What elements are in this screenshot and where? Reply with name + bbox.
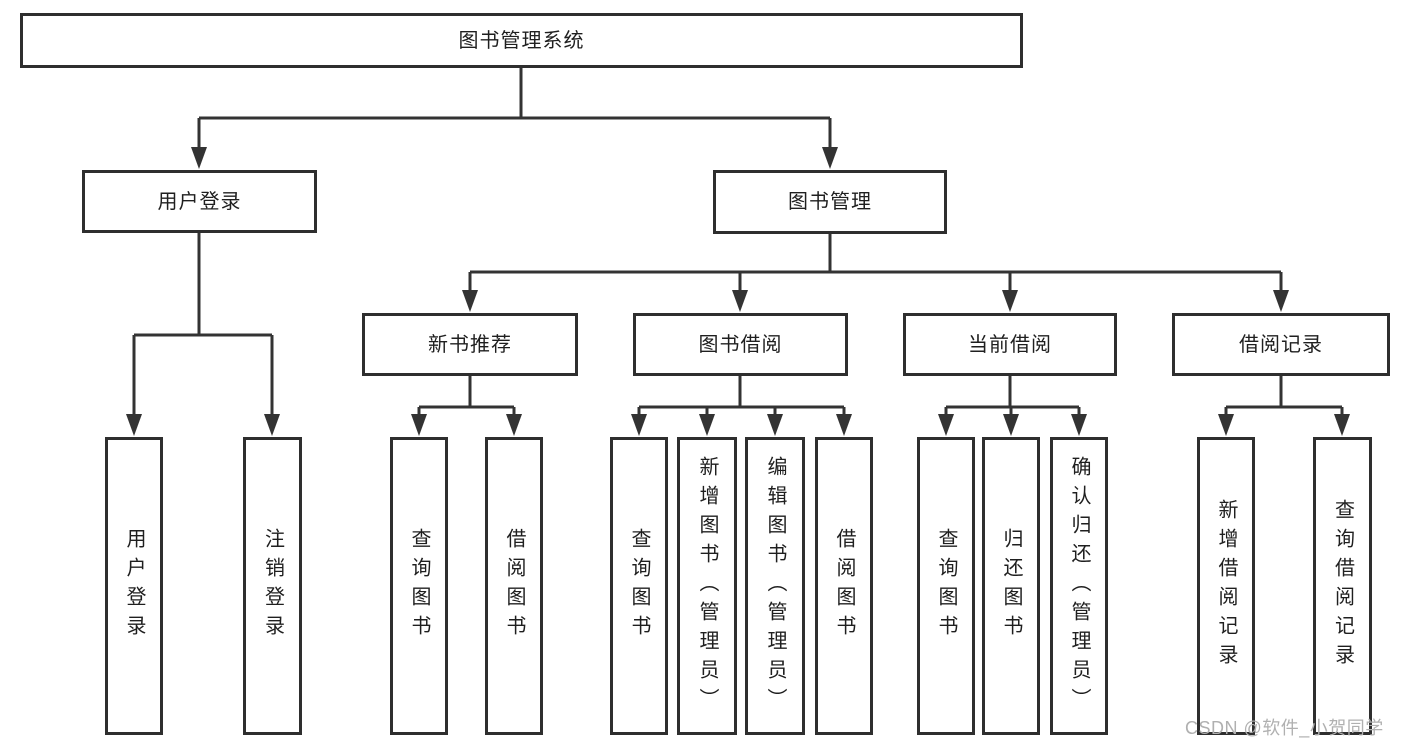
leaf-recommend-borrow-book: 借阅图书 bbox=[485, 437, 543, 735]
csdn-watermark: CSDN @软件_小贺同学 bbox=[1185, 718, 1384, 738]
connector-current bbox=[944, 376, 1081, 416]
leaf-recommend-query-book: 查询图书 bbox=[390, 437, 448, 735]
leaf-records-query-record: 查询借阅记录 bbox=[1313, 437, 1372, 735]
node-user-login: 用户登录 bbox=[82, 170, 317, 233]
connector-recommend bbox=[417, 376, 516, 416]
node-borrow-records: 借阅记录 bbox=[1172, 313, 1390, 376]
node-book-manage: 图书管理 bbox=[713, 170, 947, 234]
leaf-current-query-book: 查询图书 bbox=[917, 437, 975, 735]
leaf-borrow-query-book: 查询图书 bbox=[610, 437, 668, 735]
leaf-borrow-borrow-book: 借阅图书 bbox=[815, 437, 873, 735]
connector-book-manage bbox=[468, 234, 1283, 292]
node-current-borrow: 当前借阅 bbox=[903, 313, 1117, 376]
leaf-borrow-add-book-admin: 新增图书（管理员） bbox=[677, 437, 737, 735]
node-new-book-recommend: 新书推荐 bbox=[362, 313, 578, 376]
connector-user-login bbox=[132, 233, 274, 415]
connector-records bbox=[1224, 376, 1344, 416]
node-book-borrow: 图书借阅 bbox=[633, 313, 848, 376]
leaf-user-login: 用户登录 bbox=[105, 437, 163, 735]
leaf-current-return-book: 归还图书 bbox=[982, 437, 1040, 735]
leaf-borrow-edit-book-admin: 编辑图书（管理员） bbox=[745, 437, 805, 735]
leaf-records-add-record: 新增借阅记录 bbox=[1197, 437, 1255, 735]
leaf-logout: 注销登录 bbox=[243, 437, 302, 735]
node-root: 图书管理系统 bbox=[20, 13, 1023, 68]
leaf-current-confirm-return-admin: 确认归还（管理员） bbox=[1050, 437, 1108, 735]
connector-borrow bbox=[637, 376, 846, 416]
connector-root bbox=[197, 68, 832, 150]
